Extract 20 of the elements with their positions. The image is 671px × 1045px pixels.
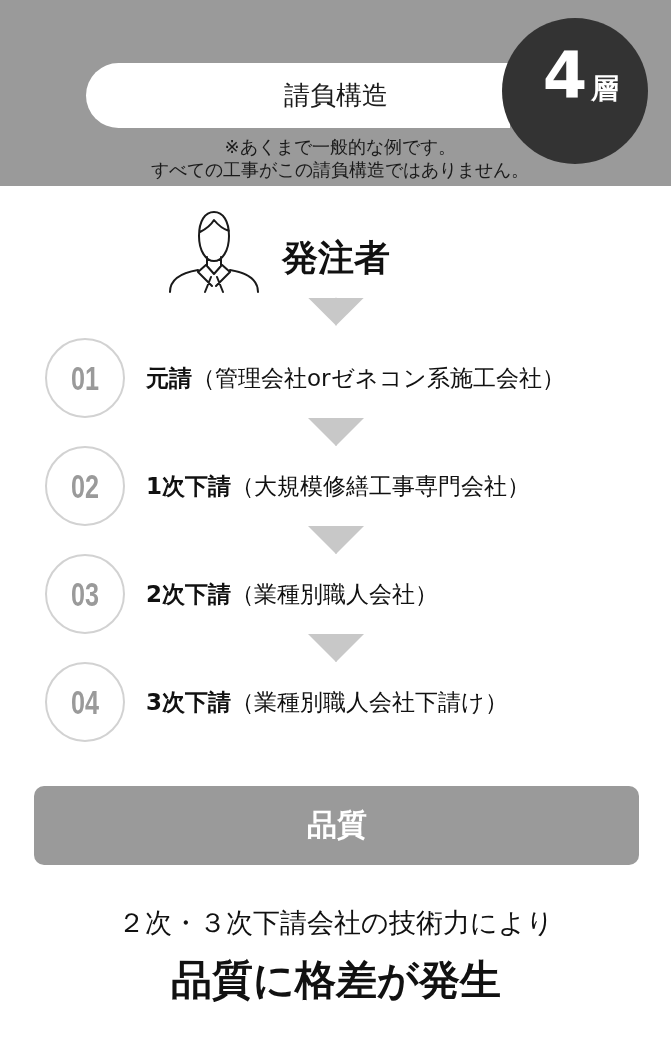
arrow bbox=[308, 633, 364, 663]
item-text: 1次下請（大規模修繕工事専門会社） bbox=[146, 472, 530, 501]
caption-text: ２次・３次下請会社の技術力により bbox=[118, 905, 554, 940]
item-text: 2次下請（業種別職人会社） bbox=[146, 580, 438, 609]
number-circle: 02 bbox=[45, 446, 125, 526]
item-text: 元請（管理会社orゼネコン系施工会社） bbox=[146, 364, 565, 393]
number-circle: 04 bbox=[45, 662, 125, 742]
heading-text: 発注者 bbox=[282, 237, 390, 279]
number-circle: 03 bbox=[45, 554, 125, 634]
arrow bbox=[308, 525, 364, 555]
headline-text: 品質に格差が発生 bbox=[171, 954, 501, 1006]
count-badge: 4 層 bbox=[502, 18, 648, 164]
title-pill: 請負構造 bbox=[86, 63, 510, 128]
header-band bbox=[0, 0, 671, 186]
arrow bbox=[308, 417, 364, 447]
item-text: 3次下請（業種別職人会社下請け） bbox=[146, 688, 508, 717]
label-bar: 品質 bbox=[34, 786, 639, 865]
number-circle: 01 bbox=[45, 338, 125, 418]
arrow bbox=[308, 297, 364, 327]
note-text: ※あくまで一般的な例です。 bbox=[224, 135, 456, 159]
